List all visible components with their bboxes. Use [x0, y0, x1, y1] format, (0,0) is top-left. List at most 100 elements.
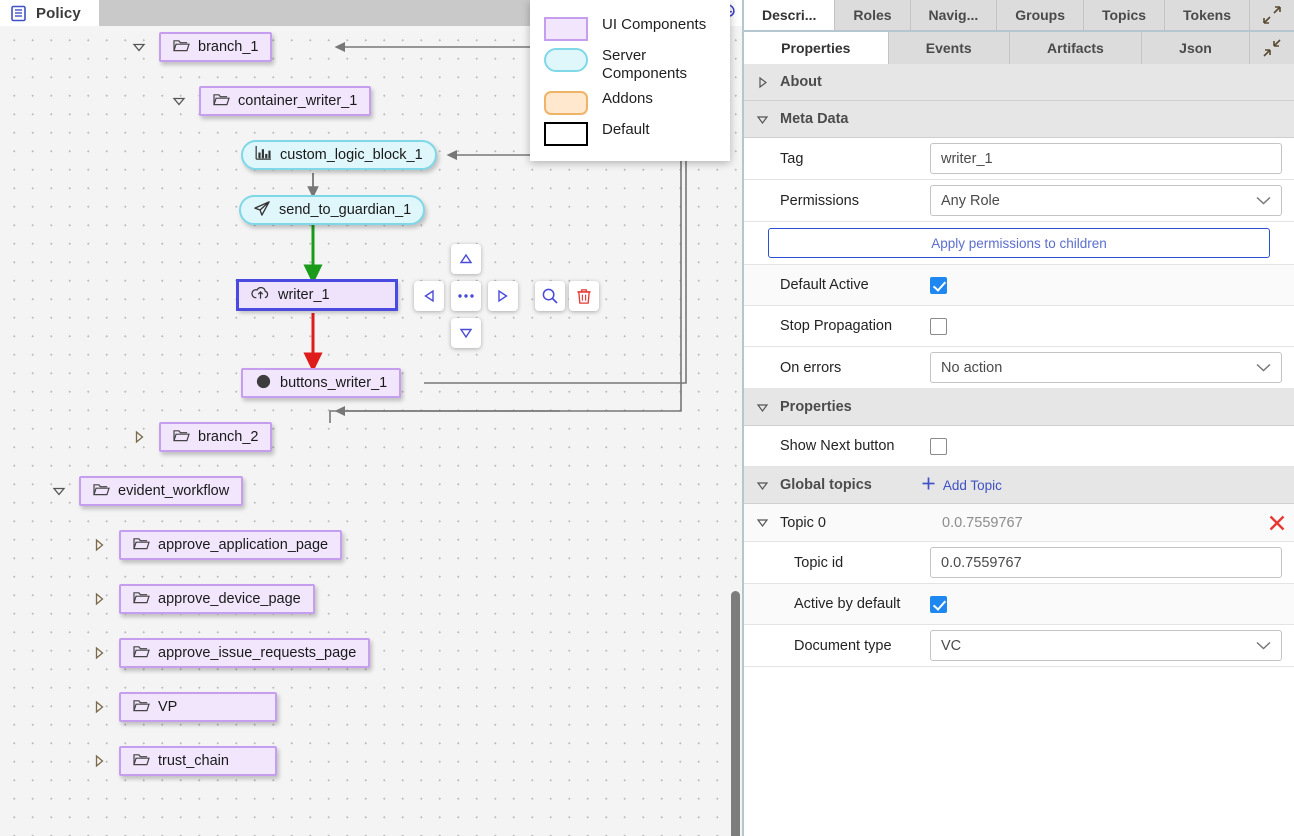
- topic-name: Topic 0: [780, 514, 826, 531]
- section-about[interactable]: About: [744, 64, 1294, 101]
- field-stop-propagation-label: Stop Propagation: [780, 318, 893, 334]
- node-label: evident_workflow: [118, 482, 230, 499]
- node-branch-2[interactable]: branch_2: [159, 422, 273, 452]
- legend-label: UI Components: [602, 16, 707, 33]
- node-label: send_to_guardian_1: [279, 201, 412, 218]
- add-topic-label: Add Topic: [942, 477, 1002, 493]
- apply-permissions-button[interactable]: Apply permissions to children: [768, 228, 1270, 258]
- node-send-to-guardian-1[interactable]: send_to_guardian_1: [239, 195, 426, 225]
- node-writer-1[interactable]: writer_1: [237, 280, 397, 310]
- tab-policy-label: Policy: [36, 4, 81, 22]
- document-type-value: VC: [941, 637, 962, 654]
- move-left-button[interactable]: [414, 281, 444, 311]
- folder-icon: [133, 644, 150, 663]
- search-button[interactable]: [535, 281, 565, 311]
- tab-groups[interactable]: Groups: [997, 0, 1084, 30]
- node-custom-logic-block-1[interactable]: custom_logic_block_1: [241, 140, 437, 170]
- tab-policy[interactable]: Policy: [0, 0, 99, 26]
- folder-icon: [133, 536, 150, 555]
- node-approve-device-page[interactable]: approve_device_page: [119, 584, 315, 614]
- stop-propagation-checkbox[interactable]: [930, 317, 947, 335]
- add-topic-button[interactable]: Add Topic: [921, 476, 1002, 494]
- collapse-panel-icon[interactable]: [1250, 32, 1294, 64]
- field-permissions-label: Permissions: [780, 192, 859, 209]
- node-buttons-writer-1[interactable]: buttons_writer_1: [241, 368, 402, 398]
- folder-icon: [213, 92, 230, 111]
- expand-panel-icon[interactable]: [1249, 0, 1294, 30]
- bar-chart-icon: [255, 145, 272, 165]
- properties-panel: Descri... Roles Navig... Groups Topics T…: [742, 0, 1294, 836]
- caret-approve-device-page[interactable]: [91, 591, 107, 607]
- tab-properties[interactable]: Properties: [744, 32, 889, 64]
- caret-evident-workflow[interactable]: [51, 483, 67, 499]
- tab-roles[interactable]: Roles: [835, 0, 911, 30]
- field-tag: Tag writer_1: [744, 138, 1294, 180]
- node-label: writer_1: [278, 286, 330, 303]
- topic-id-input[interactable]: 0.0.7559767: [930, 547, 1282, 578]
- canvas-vertical-scrollbar[interactable]: [731, 591, 740, 836]
- caret-approve-application-page[interactable]: [91, 537, 107, 553]
- node-label: branch_1: [198, 38, 259, 55]
- tab-description[interactable]: Descri...: [744, 0, 836, 30]
- legend-popup: UI Components Server Components Addons D…: [530, 0, 730, 161]
- plus-icon: [921, 476, 936, 494]
- tab-artifacts[interactable]: Artifacts: [1009, 32, 1142, 64]
- folder-icon: [173, 428, 190, 447]
- legend-swatch-default: [544, 121, 588, 146]
- caret-branch-2[interactable]: [131, 429, 147, 445]
- move-down-button[interactable]: [451, 318, 481, 348]
- section-meta-data[interactable]: Meta Data: [744, 101, 1294, 138]
- remove-topic-icon[interactable]: [1260, 513, 1294, 533]
- legend-item-addons[interactable]: Addons: [530, 87, 730, 118]
- chevron-down-icon: [756, 113, 769, 126]
- node-approve-issue-requests-page[interactable]: approve_issue_requests_page: [119, 638, 371, 668]
- chevron-down-icon: [756, 401, 769, 414]
- tab-topics[interactable]: Topics: [1084, 0, 1166, 30]
- on-errors-select[interactable]: No action: [930, 352, 1282, 383]
- tab-events[interactable]: Events: [888, 32, 1010, 64]
- default-active-checkbox[interactable]: [930, 276, 947, 294]
- node-branch-1[interactable]: branch_1: [159, 32, 273, 62]
- node-label: custom_logic_block_1: [280, 146, 423, 163]
- caret-vp[interactable]: [91, 699, 107, 715]
- field-active-by-default-label: Active by default: [794, 596, 901, 612]
- node-evident-workflow[interactable]: evident_workflow: [79, 476, 244, 506]
- node-approve-application-page[interactable]: approve_application_page: [119, 530, 343, 560]
- legend-item-default[interactable]: Default: [530, 118, 730, 149]
- caret-branch-1[interactable]: [131, 39, 147, 55]
- topic-summary: 0.0.7559767: [942, 514, 1023, 531]
- document-icon: [10, 5, 27, 22]
- node-container-writer-1[interactable]: container_writer_1: [199, 86, 372, 116]
- legend-item-ui-components[interactable]: UI Components: [530, 13, 730, 44]
- node-label: buttons_writer_1: [280, 374, 388, 391]
- section-global-topics[interactable]: Global topics Add Topic: [744, 467, 1294, 504]
- legend-item-server-components[interactable]: Server Components: [530, 44, 730, 87]
- legend-label: Default: [602, 120, 650, 138]
- delete-button[interactable]: [569, 281, 599, 311]
- field-default-active: Default Active: [744, 265, 1294, 306]
- row-apply-permissions: Apply permissions to children: [744, 222, 1294, 265]
- tag-input[interactable]: writer_1: [930, 143, 1282, 174]
- permissions-select[interactable]: Any Role: [930, 185, 1282, 216]
- document-type-select[interactable]: VC: [930, 630, 1282, 661]
- tab-json[interactable]: Json: [1142, 32, 1251, 64]
- topic-row-0[interactable]: Topic 0 0.0.7559767: [744, 504, 1294, 542]
- move-right-button[interactable]: [488, 281, 518, 311]
- tab-navigation[interactable]: Navig...: [910, 0, 998, 30]
- policy-canvas[interactable]: branch_1 container_writer_1 custom_logic…: [0, 26, 742, 836]
- move-up-button[interactable]: [451, 244, 481, 274]
- node-vp[interactable]: VP: [119, 692, 277, 722]
- field-tag-label: Tag: [780, 150, 804, 167]
- caret-trust-chain[interactable]: [91, 753, 107, 769]
- node-trust-chain[interactable]: trust_chain: [119, 746, 277, 776]
- tab-tokens[interactable]: Tokens: [1165, 0, 1250, 30]
- section-properties[interactable]: Properties: [744, 389, 1294, 426]
- caret-approve-issue-requests-page[interactable]: [91, 645, 107, 661]
- caret-container-writer-1[interactable]: [171, 93, 187, 109]
- more-options-button[interactable]: [451, 281, 481, 311]
- circle-icon: [255, 373, 272, 394]
- show-next-checkbox[interactable]: [930, 437, 947, 455]
- section-global-topics-label: Global topics: [780, 477, 872, 493]
- section-properties-label: Properties: [780, 399, 852, 415]
- active-by-default-checkbox[interactable]: [930, 595, 947, 613]
